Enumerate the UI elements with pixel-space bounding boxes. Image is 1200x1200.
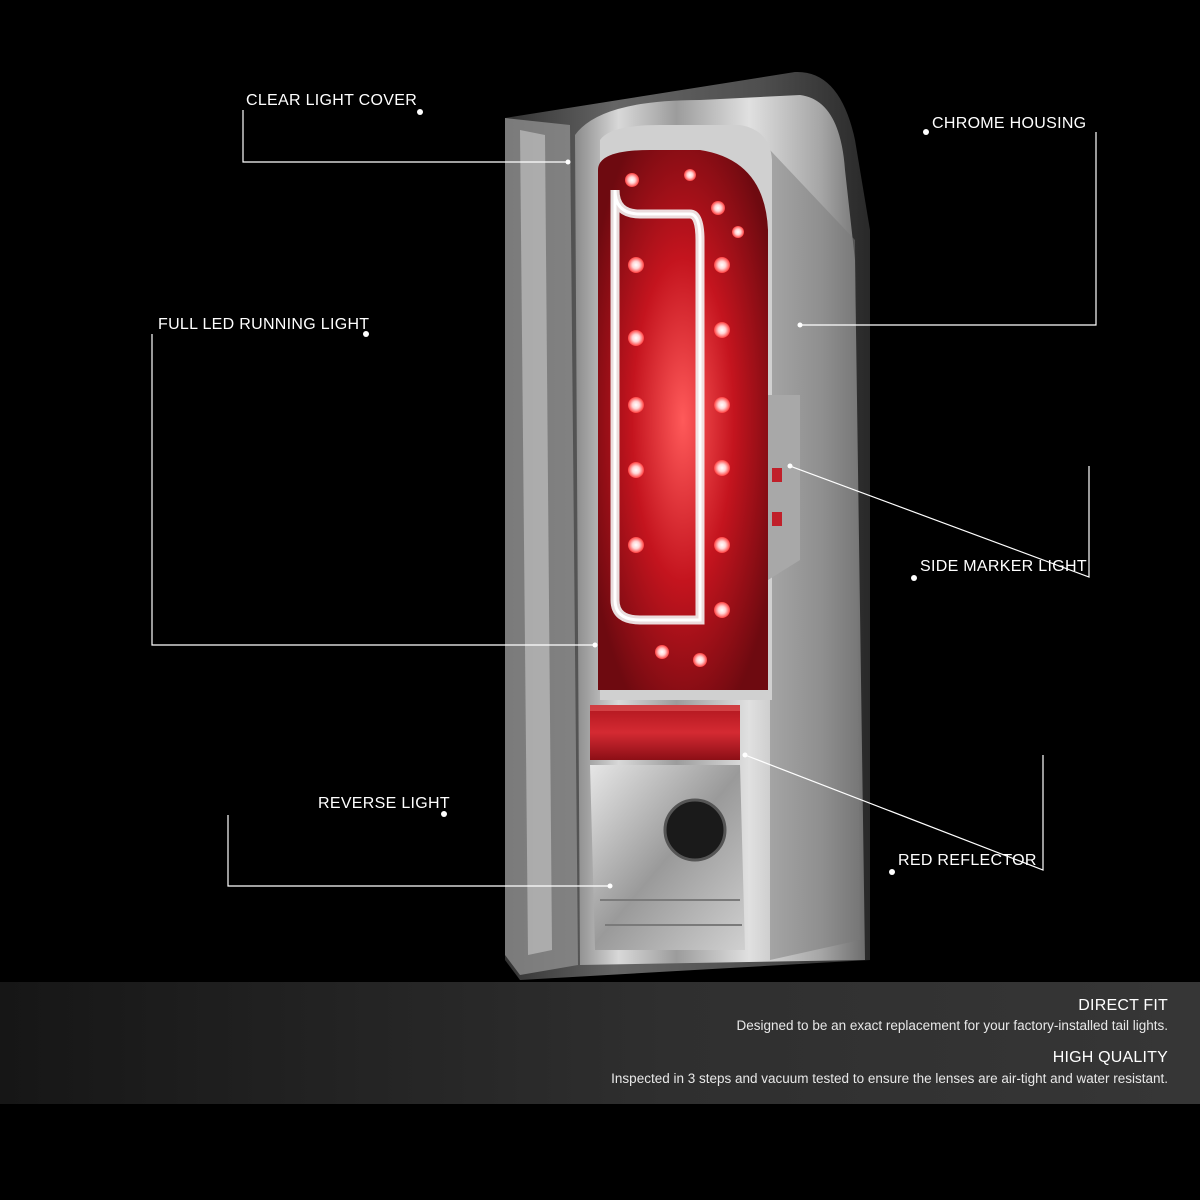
callout-line-reverse xyxy=(227,815,610,887)
callout-red-reflector: RED REFLECTOR xyxy=(898,852,1037,869)
side-marker-light xyxy=(768,395,800,580)
callout-full-led-running-light: FULL LED RUNNING LIGHT xyxy=(158,316,370,333)
led-dots xyxy=(625,169,744,667)
callout-side-marker-light: SIDE MARKER LIGHT xyxy=(920,558,1087,575)
feature-info-band: DIRECT FIT Designed to be an exact repla… xyxy=(0,982,1200,1104)
callout-line-chrome-housing xyxy=(800,132,1097,326)
callout-clear-light-cover: CLEAR LIGHT COVER xyxy=(246,92,418,109)
callout-lines xyxy=(151,110,1097,887)
feature-desc-direct-fit: Designed to be an exact replacement for … xyxy=(736,1018,1168,1033)
full-led-running-light xyxy=(598,150,768,690)
feature-desc-high-quality: Inspected in 3 steps and vacuum tested t… xyxy=(611,1071,1168,1086)
callout-line-side-marker xyxy=(789,465,1090,578)
callout-chrome-housing: CHROME HOUSING xyxy=(932,115,1087,132)
feature-title-high-quality: HIGH QUALITY xyxy=(1052,1049,1168,1066)
callout-line-clear-cover xyxy=(242,110,568,163)
feature-title-direct-fit: DIRECT FIT xyxy=(1078,997,1168,1014)
callout-reverse-light: REVERSE LIGHT xyxy=(318,795,450,812)
red-reflector xyxy=(590,705,740,760)
callout-line-led xyxy=(151,334,595,646)
callout-dots xyxy=(363,109,929,889)
reverse-light xyxy=(590,765,745,950)
callout-line-reflector xyxy=(744,754,1044,871)
